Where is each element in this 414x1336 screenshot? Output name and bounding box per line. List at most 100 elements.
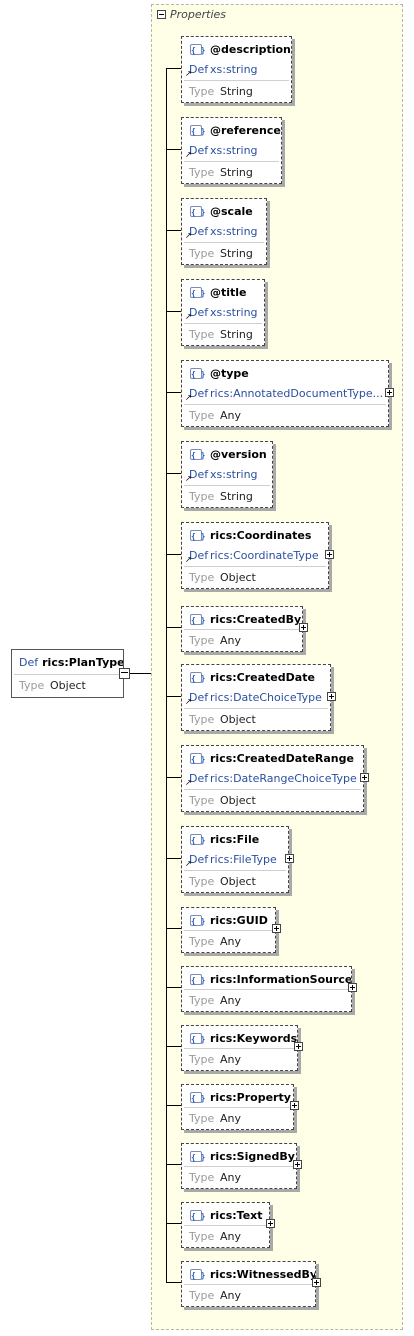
type-value: Any — [220, 633, 242, 647]
root-type-value: Object — [50, 678, 86, 692]
expand-toggle[interactable] — [348, 983, 357, 992]
def-label: Def — [189, 143, 209, 157]
connector-branch — [166, 627, 181, 628]
element-name-row: { }rics:InformationSources — [182, 971, 351, 987]
root-collapse-toggle[interactable] — [119, 668, 130, 679]
def-label: Def — [189, 467, 209, 481]
type-value: Object — [220, 793, 256, 807]
row-separator — [184, 485, 270, 486]
attribute-icon: { } — [190, 1150, 206, 1162]
element-name: @reference — [210, 123, 281, 137]
def-value: rics:DateRangeChoiceType — [210, 771, 357, 785]
reference-arrow-icon: ↗ — [185, 231, 192, 240]
element-name-row: { }rics:WitnessedBy — [182, 1266, 315, 1282]
expand-toggle[interactable] — [327, 692, 336, 701]
element-name: rics:GUID — [210, 913, 268, 927]
reference-arrow-icon: ↗ — [185, 312, 192, 321]
type-value: Any — [220, 408, 242, 422]
expand-toggle[interactable] — [360, 773, 369, 782]
element-name: rics:SignedBy — [210, 1149, 295, 1163]
type-label: Type — [189, 489, 215, 503]
attribute-icon: { } — [190, 286, 206, 298]
connector-branch — [166, 473, 181, 474]
row-separator — [184, 1166, 294, 1167]
element-name: @type — [210, 366, 249, 380]
element-name-row: { }@type — [182, 365, 388, 381]
root-element-box[interactable]: Def rics:PlanType Type Object — [11, 649, 124, 698]
connector-branch — [166, 230, 181, 231]
type-label: Type — [189, 165, 215, 179]
expand-toggle[interactable] — [385, 388, 394, 397]
connector-branch — [166, 392, 181, 393]
expand-toggle[interactable] — [285, 854, 294, 863]
row-separator — [184, 404, 386, 405]
element-name-row: { }@reference — [182, 122, 281, 138]
type-value: String — [220, 165, 253, 179]
expand-toggle[interactable] — [312, 1278, 321, 1287]
attribute-icon: { } — [190, 671, 206, 683]
element-name-row: { }@scale — [182, 203, 266, 219]
element-name-row: { }rics:Coordinates — [182, 527, 328, 543]
reference-arrow-icon: ↗ — [185, 555, 192, 564]
expand-toggle[interactable] — [290, 1101, 299, 1110]
element-name-row: { }@version — [182, 446, 272, 462]
attribute-icon: { } — [190, 1268, 206, 1280]
row-separator — [184, 629, 300, 630]
group-title: Properties — [170, 8, 227, 21]
expand-toggle[interactable] — [266, 1219, 275, 1228]
reference-arrow-icon: ↗ — [185, 69, 192, 78]
def-value: rics:FileType — [210, 852, 277, 866]
type-label: Type — [189, 1111, 215, 1125]
def-value: xs:string — [210, 62, 258, 76]
connector-branch — [166, 928, 181, 929]
group-collapse-toggle[interactable] — [157, 10, 166, 19]
element-name: rics:CreatedBy — [210, 612, 302, 626]
attribute-icon: { } — [190, 1032, 206, 1044]
expand-toggle[interactable] — [299, 623, 308, 632]
def-label: Def — [189, 852, 209, 866]
expand-toggle[interactable] — [325, 550, 334, 559]
element-name: rics:Coordinates — [210, 528, 312, 542]
element-name-row: { }rics:GUID — [182, 912, 275, 928]
type-value: Any — [220, 1052, 242, 1066]
type-value: Object — [220, 874, 256, 888]
element-name: rics:Property — [210, 1090, 291, 1104]
expand-toggle[interactable] — [293, 1160, 302, 1169]
expand-toggle[interactable] — [272, 924, 281, 933]
connector-branch — [166, 1282, 181, 1283]
row-separator — [184, 708, 328, 709]
expand-toggle[interactable] — [294, 1042, 303, 1051]
row-separator — [184, 323, 262, 324]
connector-branch — [166, 554, 181, 555]
element-name: @version — [210, 447, 267, 461]
element-name-row: { }@description — [182, 41, 291, 57]
